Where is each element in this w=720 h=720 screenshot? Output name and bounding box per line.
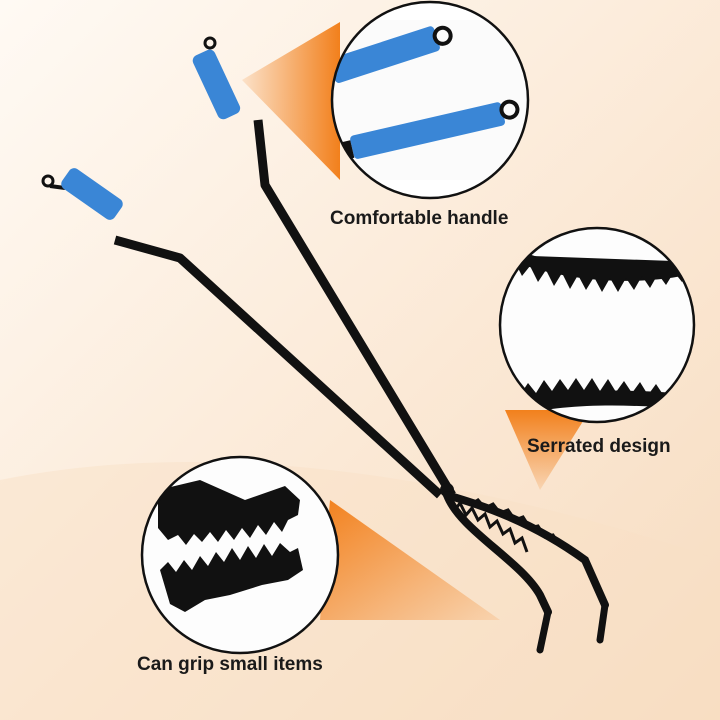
hanging-loop-icon [41,174,55,188]
tong-left-arm [41,168,444,499]
grip-feature-label: Can grip small items [137,654,323,675]
serrated-feature-label: Serrated design [527,436,671,457]
tong-jaws [443,491,609,654]
handle-feature-label: Comfortable handle [330,208,509,229]
hanging-loop-icon [203,36,217,50]
right-blue-handle-grip [192,49,241,120]
serrated-detail-circle [498,226,696,424]
tong-right-arm [192,36,456,498]
serrated-callout-beam [505,410,590,490]
handle-detail-circle [330,0,530,200]
left-blue-handle-grip [61,168,123,220]
grip-callout-beam [320,500,500,620]
grip-detail-circle [140,455,340,655]
handle-callout-beam [242,22,340,180]
